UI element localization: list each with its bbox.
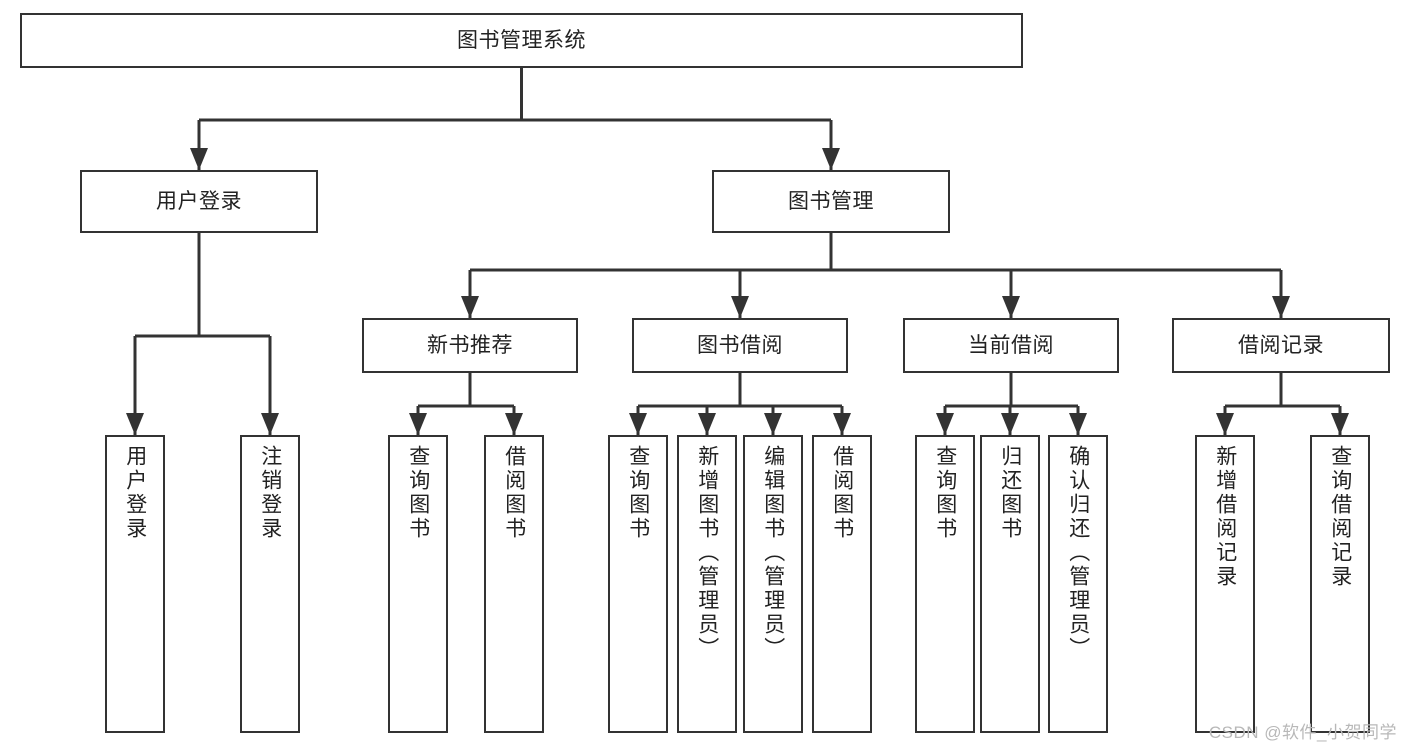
arrowhead: [1069, 413, 1087, 435]
arrowhead: [822, 148, 840, 170]
node-label: 查询图书: [626, 445, 650, 541]
arrowhead: [1002, 296, 1020, 318]
arrowhead: [764, 413, 782, 435]
arrowhead: [936, 413, 954, 435]
node-l6[interactable]: 新增图书（管理员）: [677, 435, 737, 733]
arrowhead: [1001, 413, 1019, 435]
node-label: 查询借阅记录: [1328, 445, 1352, 589]
node-label: 编辑图书（管理员）: [761, 445, 785, 661]
node-label: 借阅记录: [1238, 333, 1324, 357]
node-label: 新增借阅记录: [1213, 445, 1237, 589]
node-label: 图书管理系统: [457, 28, 586, 52]
arrowhead: [833, 413, 851, 435]
node-label: 用户登录: [156, 189, 242, 213]
watermark: CSDN @软件_小贺同学: [1208, 723, 1397, 742]
node-label: 新书推荐: [427, 333, 513, 357]
node-label: 图书管理: [788, 189, 874, 213]
node-l1[interactable]: 用户登录: [105, 435, 165, 733]
node-label: 查询图书: [406, 445, 430, 541]
arrowhead: [190, 148, 208, 170]
arrowhead: [629, 413, 647, 435]
node-l11[interactable]: 确认归还（管理员）: [1048, 435, 1108, 733]
node-label: 查询图书: [933, 445, 957, 541]
node-l3[interactable]: 查询图书: [388, 435, 448, 733]
arrowhead: [698, 413, 716, 435]
node-label: 归还图书: [998, 445, 1022, 541]
node-label: 用户登录: [123, 445, 147, 541]
node-label: 图书借阅: [697, 333, 783, 357]
node-l8[interactable]: 借阅图书: [812, 435, 872, 733]
arrowhead: [1272, 296, 1290, 318]
node-l10[interactable]: 归还图书: [980, 435, 1040, 733]
node-bookmgmt[interactable]: 图书管理: [712, 170, 950, 233]
node-l13[interactable]: 查询借阅记录: [1310, 435, 1370, 733]
node-l9[interactable]: 查询图书: [915, 435, 975, 733]
node-label: 新增图书（管理员）: [695, 445, 719, 661]
node-label: 当前借阅: [968, 333, 1054, 357]
arrowhead: [461, 296, 479, 318]
arrowhead: [505, 413, 523, 435]
node-root[interactable]: 图书管理系统: [20, 13, 1023, 68]
node-borrow[interactable]: 图书借阅: [632, 318, 848, 373]
node-l12[interactable]: 新增借阅记录: [1195, 435, 1255, 733]
node-l4[interactable]: 借阅图书: [484, 435, 544, 733]
arrowhead: [1216, 413, 1234, 435]
node-label: 确认归还（管理员）: [1066, 445, 1090, 661]
node-l5[interactable]: 查询图书: [608, 435, 668, 733]
node-records[interactable]: 借阅记录: [1172, 318, 1390, 373]
node-label: 借阅图书: [502, 445, 526, 541]
node-l7[interactable]: 编辑图书（管理员）: [743, 435, 803, 733]
arrowhead: [261, 413, 279, 435]
arrowhead: [126, 413, 144, 435]
node-label: 借阅图书: [830, 445, 854, 541]
arrowhead: [1331, 413, 1349, 435]
arrowhead: [409, 413, 427, 435]
node-l2[interactable]: 注销登录: [240, 435, 300, 733]
node-label: 注销登录: [258, 445, 282, 541]
node-login[interactable]: 用户登录: [80, 170, 318, 233]
arrowhead: [731, 296, 749, 318]
node-current[interactable]: 当前借阅: [903, 318, 1119, 373]
node-newbook[interactable]: 新书推荐: [362, 318, 578, 373]
